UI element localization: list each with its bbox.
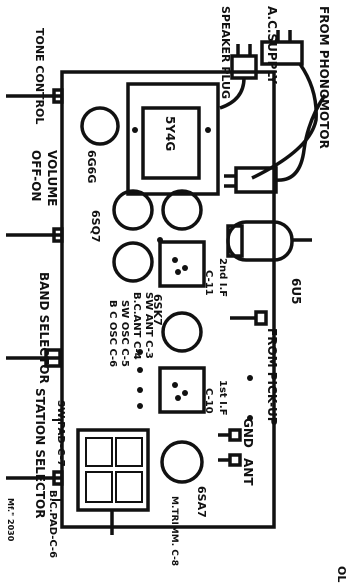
gnd-terminal bbox=[218, 428, 242, 442]
volume-label: VOLUME bbox=[45, 150, 59, 206]
if1-slug-a bbox=[172, 382, 178, 388]
mount-dot-2 bbox=[247, 375, 253, 381]
tube-label-6sq7: 6SQ7 bbox=[89, 210, 102, 243]
tube-socket-6sq7-a bbox=[112, 189, 154, 231]
ant-label: ANT bbox=[241, 458, 255, 486]
speaker-plug bbox=[219, 44, 258, 110]
tube-socket-6sa7 bbox=[160, 440, 204, 484]
ant-terminal bbox=[218, 453, 242, 467]
tone-control-label: TONE CONTROL bbox=[33, 28, 46, 124]
sw-pad-label: SW.PAD-C-7 bbox=[55, 400, 66, 467]
tone-control-shaft bbox=[6, 88, 64, 104]
tube-socket-6sq7 bbox=[112, 241, 154, 283]
transformer-screw-1 bbox=[132, 127, 138, 133]
sw-ant-label: SW ANT C-3 bbox=[143, 292, 154, 359]
tube-label-5y4g: 5Y4G bbox=[163, 116, 177, 151]
if2-label: 2nd I.F bbox=[217, 258, 228, 297]
station-selector-label: STATION SELECTOR bbox=[33, 388, 47, 518]
volume-shaft bbox=[6, 227, 64, 243]
if1-cap-label: C-10 bbox=[203, 388, 214, 414]
ac-supply-label: A.C.SUPPLY bbox=[265, 6, 279, 84]
trimmer-dot-2 bbox=[137, 367, 143, 373]
if-transformer-1 bbox=[158, 366, 206, 414]
pickup-socket bbox=[230, 310, 268, 326]
bc-pad-label: B.C.PAD-C-6 bbox=[47, 490, 58, 558]
ac-plug bbox=[251, 30, 318, 180]
from-phonomotor-label: FROM PHONOMOTOR bbox=[317, 6, 331, 149]
if2-slug-a bbox=[172, 257, 178, 263]
tube-socket-6sk7 bbox=[161, 311, 203, 353]
sw-osc-label: SW OSC C-5 bbox=[119, 300, 130, 367]
rectifier-tube-base bbox=[141, 106, 201, 180]
tube-socket-6g6g bbox=[80, 106, 120, 146]
trimmer-dot-4 bbox=[137, 403, 143, 409]
mount-dot-1 bbox=[157, 237, 163, 243]
if2-slug-b bbox=[182, 265, 188, 271]
tube-label-6g6g: 6G6G bbox=[85, 150, 98, 183]
gang-section-3 bbox=[85, 471, 113, 503]
tube-label-6u5: 6U5 bbox=[289, 278, 303, 304]
if1-label: 1st I.F bbox=[217, 380, 228, 416]
transformer-screw-2 bbox=[205, 127, 211, 133]
mount-dot-3 bbox=[247, 415, 253, 421]
station-selector-shaft bbox=[6, 470, 64, 486]
gang-section-4 bbox=[115, 471, 143, 503]
band-selector-shaft bbox=[6, 348, 62, 368]
trimmer-dot-1 bbox=[137, 349, 143, 355]
gang-section-1 bbox=[85, 437, 113, 467]
from-pickup-label: FROM PICK-UP bbox=[265, 328, 279, 426]
gnd-label: GND bbox=[241, 418, 255, 448]
tuning-eye-tube bbox=[226, 220, 312, 262]
tube-socket-5y4g-lower bbox=[161, 189, 203, 231]
chassis-outline bbox=[60, 70, 276, 529]
band-selector-label: BAND SELECTOR bbox=[37, 272, 51, 384]
gang-section-2 bbox=[115, 437, 143, 467]
phonomotor-plug bbox=[224, 94, 327, 194]
if2-cap-label: C-11 bbox=[203, 270, 214, 296]
if1-slug-c bbox=[175, 395, 181, 401]
tube-label-6sk7: 6SK7 bbox=[151, 294, 164, 326]
mf-reference-label: Mf." 2030 bbox=[6, 498, 15, 542]
bc-ant-label: B.C.ANT C-4 bbox=[131, 292, 142, 360]
if1-slug-b bbox=[182, 390, 188, 396]
if-transformer-2 bbox=[158, 240, 206, 288]
bc-osc-label: B C OSC C-6 bbox=[107, 300, 118, 367]
corner-label: OL bbox=[335, 566, 348, 582]
tube-label-6sa7: 6SA7 bbox=[195, 486, 208, 518]
speaker-plug-label: SPEAKER PLUG bbox=[219, 6, 232, 99]
off-on-label: OFF-ON bbox=[29, 150, 43, 201]
trimmer-dot-3 bbox=[137, 387, 143, 393]
mtrimm-label: M.TRIMM. C-8 bbox=[169, 496, 179, 566]
if2-slug-c bbox=[175, 269, 181, 275]
